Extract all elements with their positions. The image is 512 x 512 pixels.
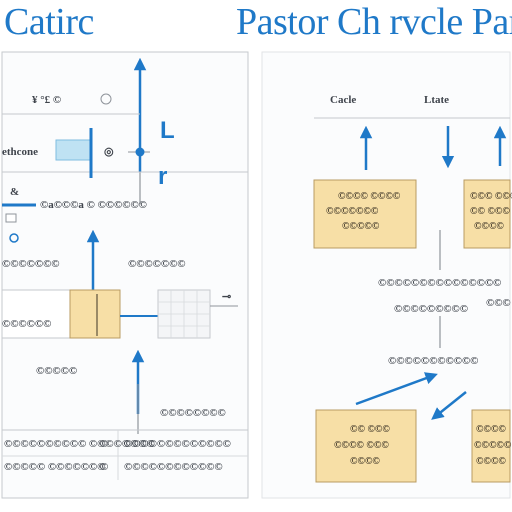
box-text: ©©© ©©© — [470, 191, 512, 202]
header-right: Ltate — [424, 94, 449, 106]
diagonal-arrow-up — [355, 372, 438, 406]
row2-label: ©a©©©a © ©©©©©© — [40, 199, 147, 211]
process-diagram: ¥ °£ © ethcone ◎ L r & ©a©©©a © ©©©©©© ©… — [1, 51, 512, 499]
title-right: Pastor Ch rvcle Parc — [236, 1, 512, 43]
highlight-field — [55, 139, 91, 161]
mid-label-2: ©©©©©©©©© — [394, 303, 468, 315]
box-text: ©©©©©©© — [326, 206, 379, 217]
lower-label: ©©©©© — [36, 365, 77, 377]
key-icon: ⊸ — [222, 291, 231, 303]
side-label: ©©© — [486, 297, 511, 309]
diagram-title: Catirc Pastor Ch rvcle Parc — [0, 0, 512, 44]
process-box-top-left — [313, 179, 417, 249]
small-glyph: & — [10, 186, 19, 198]
circle-icon — [100, 93, 112, 105]
lower-right-label: ©©©©©©©© — [160, 407, 226, 419]
box-text: ©© ©©© — [470, 206, 510, 217]
top-label: ¥ °£ © — [32, 94, 61, 106]
grid-lines — [158, 290, 210, 338]
mid-label-1: ©©©©©©©©©©©©©©© — [378, 277, 501, 289]
input-box — [1, 289, 71, 339]
blue-letter-r: r — [158, 163, 167, 190]
footer-cell: ©©©©©©©©©©©©© — [124, 438, 231, 450]
box-text: ©© ©©© — [350, 424, 390, 435]
footer-cell: © — [100, 438, 108, 450]
mid-left-label: ©©©©©©© — [2, 258, 60, 270]
diagonal-arrow-down — [431, 391, 467, 420]
process-box — [69, 289, 121, 339]
checkbox[interactable] — [5, 213, 17, 223]
process-box-bottom-right — [471, 409, 511, 483]
box-row-label: ©©©©©© — [2, 318, 51, 330]
footer-cell: ©©©©©©©©©© ©©©©©©©© — [4, 438, 155, 450]
node-dot — [135, 147, 145, 157]
bottom-label: ©©©©©©©©©©© — [388, 355, 478, 367]
footer-cell: © — [100, 461, 108, 473]
left-panel-frame — [1, 51, 249, 499]
box-text: ©©©©© — [342, 221, 380, 232]
target-icon: ◎ — [104, 146, 114, 158]
box-text: ©©©© ©©©© — [338, 191, 401, 202]
box-text: ©©©© ©©© — [334, 440, 389, 451]
process-box-bottom-left — [315, 409, 417, 483]
box-text: ©©©©© — [474, 440, 512, 451]
footer-cell: ©©©©©©©©©©©© — [124, 461, 223, 473]
mid-right-label: ©©©©©©© — [128, 258, 186, 270]
blue-letter-l: L — [160, 117, 175, 144]
process-box-top-right — [463, 179, 511, 249]
box-text: ©©©© — [476, 456, 506, 467]
right-panel: Cacle Ltate ©©©© ©©©© ©©©©©©© ©©©©© ©©© … — [261, 51, 512, 499]
footer-cell: ©©©©© ©©©©©©© — [4, 461, 105, 473]
box-text: ©©©© — [350, 456, 380, 467]
title-left: Catirc — [4, 1, 94, 43]
row1-label: ethcone — [2, 146, 38, 158]
radio-icon[interactable] — [9, 233, 19, 243]
left-panel: ¥ °£ © ethcone ◎ L r & ©a©©©a © ©©©©©© ©… — [1, 51, 249, 499]
box-text: ©©©© — [476, 424, 506, 435]
box-text: ©©©© — [474, 221, 504, 232]
header-left: Cacle — [330, 94, 356, 106]
